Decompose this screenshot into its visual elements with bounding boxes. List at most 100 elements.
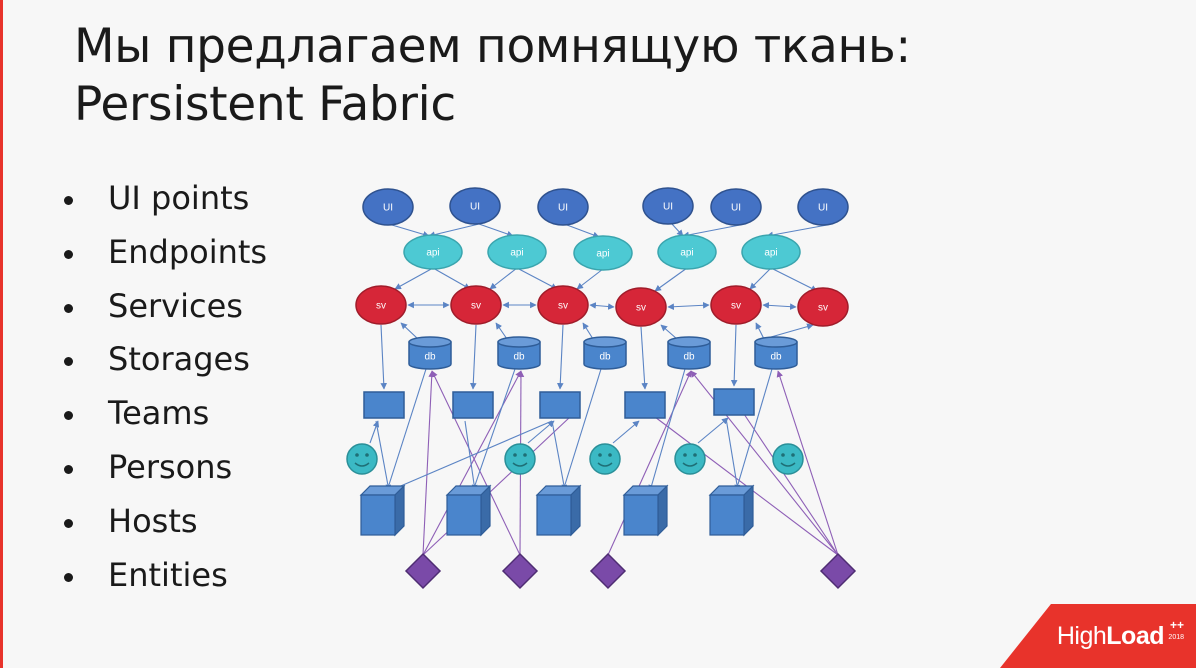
bullet-entities: Entities bbox=[60, 549, 267, 603]
edge-db-to-sv-0 bbox=[400, 322, 419, 340]
edge-api-to-sv-2 bbox=[516, 267, 558, 290]
ui-node-0 bbox=[362, 188, 414, 226]
edge-db-to-sv-4 bbox=[755, 322, 765, 340]
person-eye-right-0 bbox=[365, 453, 369, 457]
entity-node-1 bbox=[501, 552, 539, 590]
service-node-3 bbox=[615, 287, 667, 327]
logo-word-load: Load bbox=[1106, 622, 1164, 650]
ui-node-label-2: UI bbox=[558, 203, 568, 214]
entity-links bbox=[422, 370, 839, 556]
ui-node-label-4: UI bbox=[731, 203, 741, 214]
edge-api-to-sv-6 bbox=[770, 267, 818, 292]
edge-api-to-sv-1 bbox=[489, 267, 518, 290]
bullet-endpoints: Endpoints bbox=[60, 226, 267, 280]
storage-node-label-0: db bbox=[424, 352, 436, 363]
edge-sv-to-team-2 bbox=[556, 324, 564, 390]
host-node-0 bbox=[359, 484, 406, 537]
edge-sv-to-team-1 bbox=[469, 324, 477, 390]
storage-node-1 bbox=[497, 336, 541, 370]
person-eye-right-1 bbox=[523, 453, 527, 457]
storage-node-top-3 bbox=[667, 336, 711, 348]
team-node-0 bbox=[363, 391, 405, 419]
edge-person-to-team-3 bbox=[697, 417, 729, 444]
storage-node-body-4 bbox=[754, 342, 798, 370]
api-node-label-0: api bbox=[426, 248, 439, 259]
edge-ui-to-api-2 bbox=[478, 223, 514, 238]
person-eye-right-4 bbox=[791, 453, 795, 457]
slide-title-line-2: Persistent Fabric bbox=[74, 77, 456, 132]
ui-node-label-3: UI bbox=[663, 202, 673, 213]
edge-team-to-host-2 bbox=[551, 420, 568, 492]
host-node-side-3 bbox=[657, 484, 668, 537]
edge-ui-to-api-1 bbox=[428, 223, 480, 238]
edge-ui-to-api-4 bbox=[671, 223, 684, 237]
storage-node-4 bbox=[754, 336, 798, 370]
host-node-front-4 bbox=[709, 494, 745, 536]
person-eye-left-0 bbox=[355, 453, 359, 457]
service-node-label-5: sv bbox=[818, 303, 828, 314]
person-eye-left-1 bbox=[513, 453, 517, 457]
entity-link-1 bbox=[422, 370, 522, 556]
edge-db-to-sv-3 bbox=[660, 324, 678, 340]
team-node-1 bbox=[452, 391, 494, 419]
ui-node-1 bbox=[449, 187, 501, 225]
bullet-list: UI points Endpoints Services Storages Te… bbox=[60, 172, 267, 602]
person-smile-4 bbox=[780, 462, 796, 467]
api-node-1 bbox=[487, 234, 547, 270]
edge-sv-to-team-4 bbox=[730, 324, 738, 387]
api-node-3 bbox=[657, 234, 717, 270]
storage-node-label-2: db bbox=[599, 352, 611, 363]
edge-team-to-host-0 bbox=[375, 420, 392, 492]
logo-superscript: ++ bbox=[1169, 618, 1184, 632]
service-node-label-3: sv bbox=[636, 303, 646, 314]
person-smile-1 bbox=[512, 462, 528, 467]
edge-db-to-host-1 bbox=[471, 368, 516, 492]
storage-node-body-0 bbox=[408, 342, 452, 370]
storage-node-top-4 bbox=[754, 336, 798, 348]
storage-node-top-0 bbox=[408, 336, 452, 348]
person-eye-right-3 bbox=[693, 453, 697, 457]
storage-node-label-3: db bbox=[683, 352, 695, 363]
person-face-1 bbox=[504, 443, 536, 475]
api-node-label-3: api bbox=[680, 248, 693, 259]
person-eye-left-4 bbox=[781, 453, 785, 457]
person-face-2 bbox=[589, 443, 621, 475]
edge-sv-sv-4 bbox=[762, 302, 797, 310]
edge-ui-to-api-3 bbox=[566, 224, 600, 239]
slide-title: Мы предлагаем помнящую ткань: Persistent… bbox=[74, 18, 911, 134]
person-node-4 bbox=[772, 443, 804, 475]
edge-person-to-team-1 bbox=[527, 420, 555, 444]
host-node-1 bbox=[445, 484, 492, 537]
host-node-side-0 bbox=[394, 484, 405, 537]
edge-person-to-team-2 bbox=[612, 420, 640, 444]
api-node-4 bbox=[741, 234, 801, 270]
host-node-3 bbox=[622, 484, 669, 537]
storage-node-2 bbox=[583, 336, 627, 370]
entity-team-link-1 bbox=[743, 413, 839, 556]
service-node-2 bbox=[537, 285, 589, 325]
service-node-label-0: sv bbox=[376, 301, 386, 312]
bullet-persons: Persons bbox=[60, 441, 267, 495]
service-node-5 bbox=[797, 287, 849, 327]
person-smile-0 bbox=[354, 462, 370, 467]
host-node-front-2 bbox=[536, 494, 572, 536]
storage-node-top-2 bbox=[583, 336, 627, 348]
ui-node-5 bbox=[797, 188, 849, 226]
host-node-front-1 bbox=[446, 494, 482, 536]
bullet-teams: Teams bbox=[60, 387, 267, 441]
edge-ui-to-api-5 bbox=[682, 224, 741, 239]
service-node-0 bbox=[355, 285, 407, 325]
service-node-label-2: sv bbox=[558, 301, 568, 312]
api-node-label-4: api bbox=[764, 248, 777, 259]
edge-db-to-host-0 bbox=[385, 368, 427, 492]
edge-api-to-sv-0 bbox=[394, 267, 434, 290]
host-node-front-0 bbox=[360, 494, 396, 536]
edge-sv-to-team-0 bbox=[380, 324, 388, 390]
person-face-3 bbox=[674, 443, 706, 475]
service-node-label-1: sv bbox=[471, 301, 481, 312]
entity-link-4 bbox=[607, 370, 692, 556]
accent-rule bbox=[0, 0, 3, 668]
edge-db-to-host-4 bbox=[734, 368, 773, 492]
